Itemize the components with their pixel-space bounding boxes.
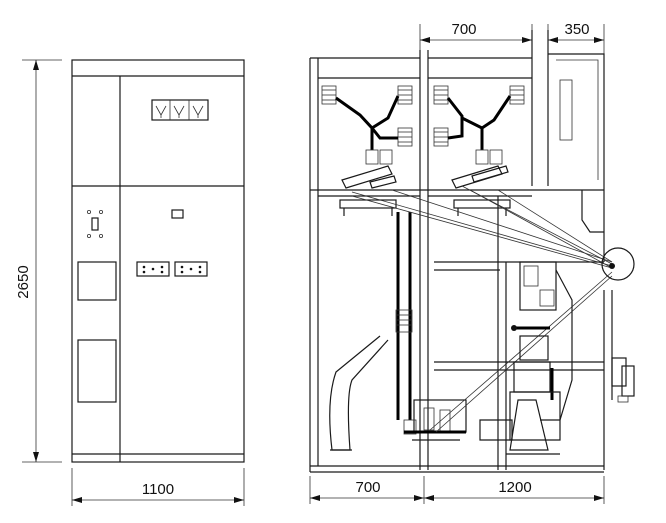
relay-switch-icon	[151, 99, 209, 121]
front-cabinet-outline	[71, 59, 245, 463]
front-window-upper	[77, 261, 117, 301]
circuit-breaker-icon	[479, 261, 635, 455]
side-frame	[309, 30, 613, 473]
front-window-lower	[77, 339, 117, 403]
front-width-label: 1100	[142, 481, 174, 498]
socket-icon	[136, 261, 208, 277]
bottom-right-label: 1200	[498, 479, 531, 496]
busbar-right	[433, 85, 525, 165]
panel-bracket	[581, 190, 604, 233]
top-mid-label: 700	[451, 21, 476, 38]
control-knobs	[87, 209, 104, 238]
indicator-lamp	[171, 209, 184, 219]
front-view: 2650	[15, 59, 245, 506]
control-cables	[351, 185, 635, 433]
bottom-left-label: 700	[355, 479, 380, 496]
front-width-dimension: 1100	[71, 468, 245, 506]
cable-junction	[601, 247, 635, 281]
top-right-label: 350	[564, 21, 589, 38]
top-dimensions: 700 350	[419, 21, 605, 58]
busbar-left	[321, 85, 413, 165]
vertical-busbar	[329, 212, 413, 451]
cable-terminal	[403, 399, 467, 441]
side-view: 700 350	[309, 21, 635, 504]
disconnector-right	[451, 165, 511, 216]
bottom-dimensions: 700 1200	[309, 476, 605, 504]
disconnector-left	[339, 165, 397, 216]
height-dimension: 2650	[15, 59, 62, 463]
height-label: 2650	[15, 265, 32, 298]
